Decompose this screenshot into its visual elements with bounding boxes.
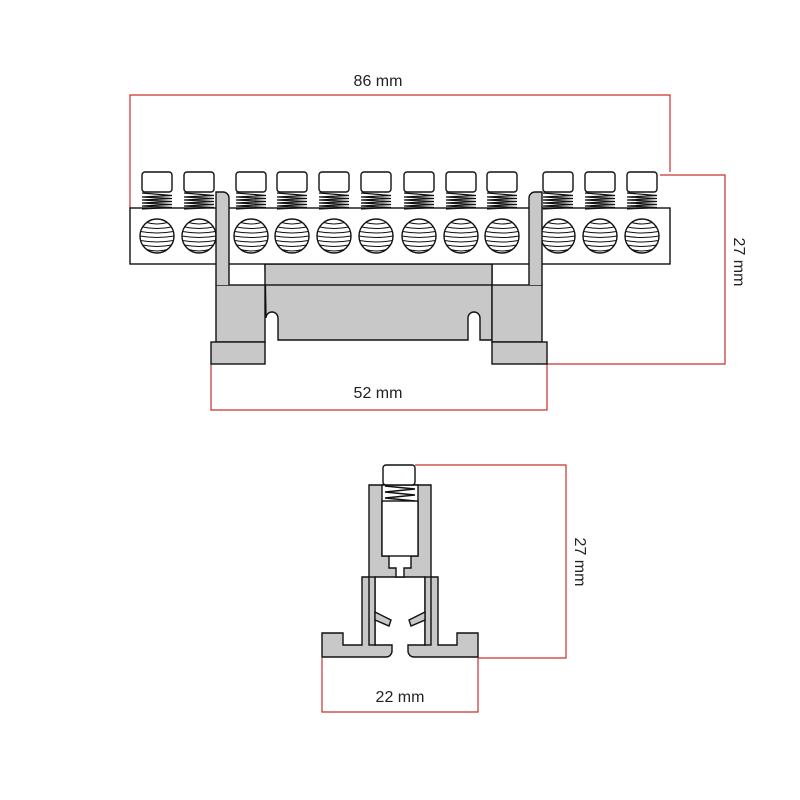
hole-thread [316, 222, 352, 252]
screw-head [141, 171, 173, 193]
screw-head [486, 171, 518, 193]
terminal [443, 171, 479, 254]
terminal [540, 171, 576, 254]
right-foot [491, 284, 543, 343]
left-clip [374, 610, 392, 627]
left-foot-base [210, 341, 266, 365]
terminal [139, 171, 175, 254]
dimension-27mm-side [415, 464, 567, 659]
hole-thread [582, 222, 618, 252]
screw-thread [360, 192, 392, 210]
screw-thread [384, 485, 416, 502]
hole-thread [233, 222, 269, 252]
left-foot [215, 284, 266, 343]
dimension-27mm-top [547, 174, 726, 365]
terminal [358, 171, 394, 254]
hole-thread [624, 222, 660, 252]
terminal [274, 171, 310, 254]
screw-head [445, 171, 477, 193]
screw-head [318, 171, 350, 193]
hole-thread [274, 222, 310, 252]
screw-head [584, 171, 616, 193]
left-wall [368, 576, 376, 646]
screw-head [276, 171, 308, 193]
screw-head [183, 171, 215, 193]
right-bracket [528, 191, 543, 285]
terminal [316, 171, 352, 254]
dimension-22mm [321, 658, 479, 713]
screw-thread [542, 192, 574, 210]
dimension-label-86mm: 86 mm [354, 73, 403, 90]
hole-thread [443, 222, 479, 252]
hole-thread [358, 222, 394, 252]
right-wall [424, 576, 432, 646]
terminal [181, 171, 217, 254]
screw-thread [141, 192, 173, 210]
right-foot-base [491, 341, 548, 365]
hole-thread [139, 222, 175, 252]
screw-head [542, 171, 574, 193]
hole-thread [401, 222, 437, 252]
rail-top-strip [264, 263, 493, 286]
screw-thread [584, 192, 616, 210]
screw-head [626, 171, 658, 193]
screw-head [382, 464, 416, 486]
hole-thread [181, 222, 217, 252]
screw-thread [486, 192, 518, 210]
top-view: 86 mm 27 mm 52 mm [129, 73, 747, 411]
side-view: 27 mm 22 mm [321, 464, 588, 713]
terminal [233, 171, 269, 254]
terminal [624, 171, 660, 254]
screw-thread [318, 192, 350, 210]
terminal [484, 171, 520, 254]
hole-thread [540, 222, 576, 252]
screw-thread [183, 192, 215, 210]
dimension-86mm [129, 94, 671, 208]
left-bracket [215, 191, 230, 285]
dimension-52mm [210, 364, 548, 411]
screw-thread [626, 192, 658, 210]
terminal [401, 171, 437, 254]
dimension-label-27mm-side: 27 mm [571, 538, 588, 587]
screw-thread [445, 192, 477, 210]
screw-thread [276, 192, 308, 210]
screw-sleeve [381, 500, 419, 557]
dimension-label-22mm: 22 mm [376, 689, 425, 706]
screw-thread [403, 192, 435, 210]
screw-head [235, 171, 267, 193]
hole-thread [484, 222, 520, 252]
right-clip [408, 610, 426, 627]
terminal [582, 171, 618, 254]
screw-thread [235, 192, 267, 210]
dimension-label-27mm-top: 27 mm [730, 238, 747, 287]
dimension-label-52mm: 52 mm [354, 385, 403, 402]
screw-head [360, 171, 392, 193]
screw-head [403, 171, 435, 193]
